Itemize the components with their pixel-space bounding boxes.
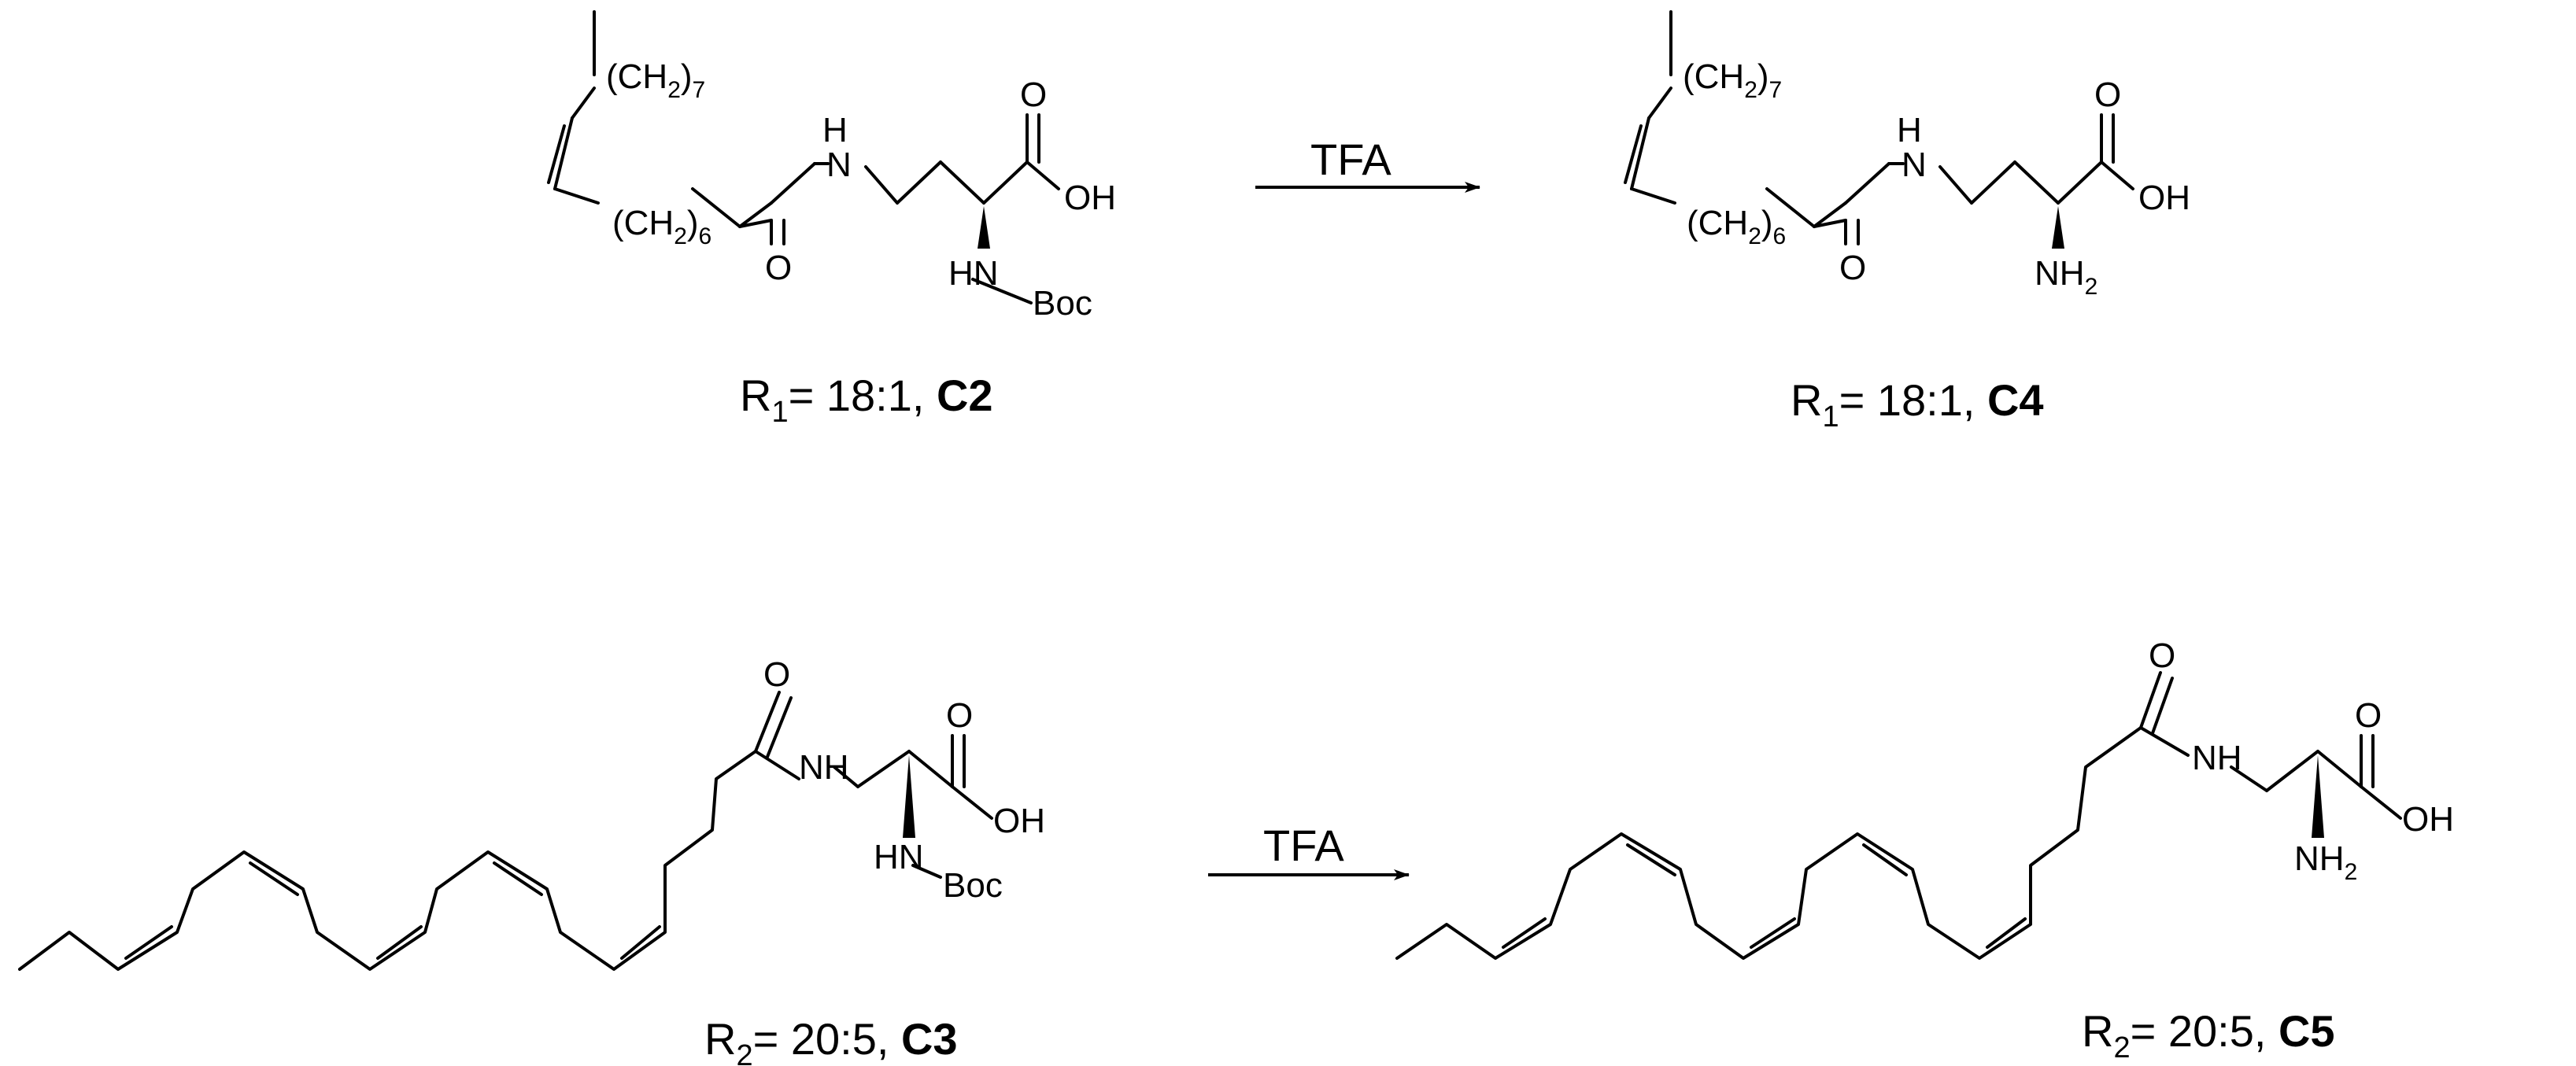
- c4-bonds: [1624, 10, 2134, 245]
- c2-amide-n: N: [826, 146, 852, 184]
- c5-carbonyl-o: O: [2149, 636, 2175, 675]
- compound-c5: O NH O OH NH2 R2= 20:5, C5: [1395, 636, 2454, 1064]
- c2-alpha-hn: HN: [948, 254, 999, 293]
- compound-c2: (CH2)7 (CH2)6 H N O O OH HN Boc R1= 18:1…: [547, 10, 1116, 429]
- c2-chain-upper: (CH2)7: [606, 57, 705, 103]
- c3-acid-o: O: [946, 696, 973, 735]
- reagent-top: TFA: [1310, 135, 1391, 184]
- c3-amide-nh: NH: [799, 748, 849, 787]
- c2-bonds: [547, 10, 1060, 245]
- c3-alpha-hn: HN: [874, 838, 924, 876]
- c4-carbonyl-o: O: [1839, 249, 1866, 287]
- c5-acid-oh: OH: [2402, 800, 2454, 839]
- c5-alpha-nh2: NH2: [2294, 839, 2357, 885]
- c4-acid-oh: OH: [2138, 179, 2190, 217]
- c2-carbonyl-o: O: [765, 249, 792, 287]
- compound-c4: (CH2)7 (CH2)6 H N O O OH NH2 R1= 18:1, C…: [1624, 10, 2190, 433]
- c4-amide-n: N: [1902, 146, 1927, 184]
- c4-amide-h: H: [1897, 111, 1922, 149]
- c5-skeleton: [1395, 726, 2142, 960]
- c2-chain-lower: (CH2)6: [612, 204, 711, 249]
- c5-bonds: [1395, 671, 2402, 960]
- c4-acid-o: O: [2094, 76, 2121, 114]
- c3-skeleton: [18, 750, 757, 971]
- c2-caption: R1= 18:1, C2: [740, 371, 993, 429]
- c3-boc: Boc: [943, 866, 1003, 905]
- c4-chain-upper: (CH2)7: [1683, 57, 1782, 103]
- reagent-bottom: TFA: [1263, 821, 1344, 870]
- c4-alpha-nh2: NH2: [2035, 254, 2097, 300]
- c2-acid-oh: OH: [1064, 179, 1116, 217]
- c5-caption: R2= 20:5, C5: [2082, 1006, 2335, 1064]
- c4-stereo-wedge: [2052, 206, 2064, 249]
- compound-c3: O NH O OH HN Boc R2= 20:5, C3: [18, 655, 1045, 1066]
- arrow-bottom: TFA: [1208, 821, 1410, 880]
- c3-acid-oh: OH: [993, 802, 1045, 840]
- c5-stereo-wedge: [2312, 755, 2324, 838]
- c4-chain-lower: (CH2)6: [1687, 204, 1786, 249]
- c3-caption: R2= 20:5, C3: [704, 1014, 958, 1066]
- c3-bonds: [18, 691, 993, 971]
- c2-stereo-wedge: [978, 206, 990, 249]
- c5-amide-nh: NH: [2192, 739, 2242, 777]
- c2-acid-o: O: [1020, 76, 1047, 114]
- c2-boc: Boc: [1033, 284, 1092, 323]
- c4-caption: R1= 18:1, C4: [1791, 375, 2044, 433]
- arrow-top: TFA: [1255, 135, 1480, 193]
- c5-acid-o: O: [2355, 696, 2382, 735]
- c3-stereo-wedge: [903, 755, 915, 838]
- c2-amide-h: H: [822, 111, 848, 149]
- c3-carbonyl-o: O: [763, 655, 790, 694]
